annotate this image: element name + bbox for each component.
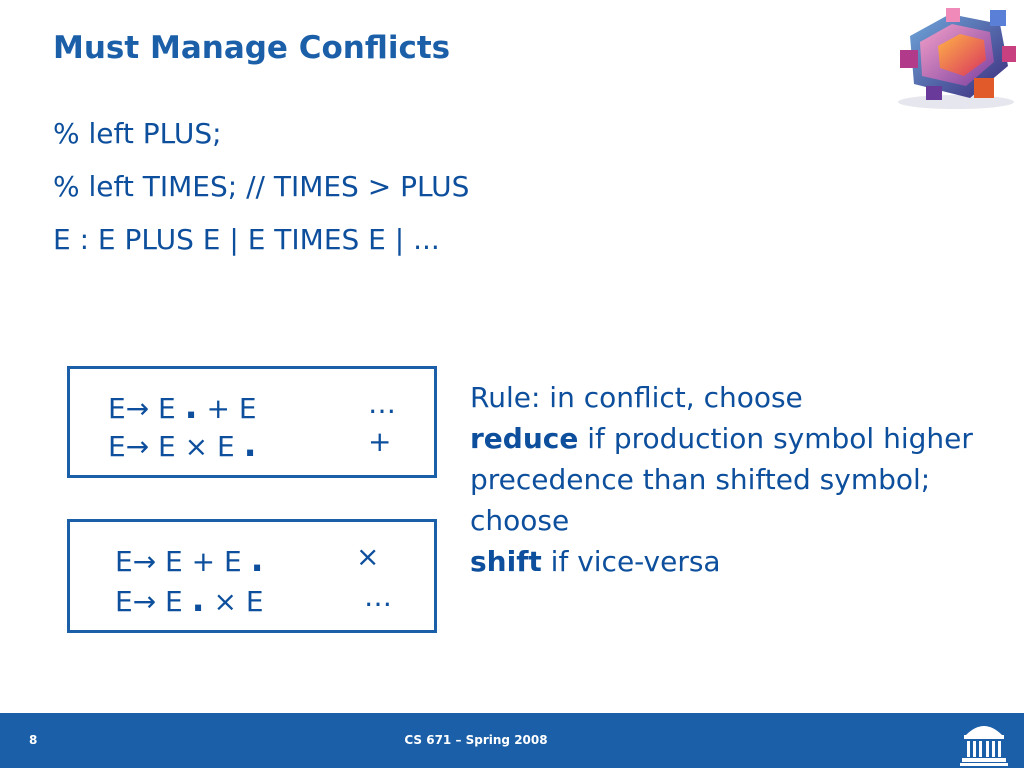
rule-text: if production symbol higher precedence t… <box>470 422 973 537</box>
page-number: 8 <box>29 733 38 747</box>
item-lhs: E→ E <box>108 392 176 425</box>
item-rhs: + E <box>206 392 257 425</box>
item-lhs: E→ E <box>115 585 183 618</box>
item-lookahead: … <box>368 387 396 420</box>
item-dot: . <box>243 425 257 465</box>
lr-item: E→ E . + E <box>108 387 257 427</box>
course-label: CS 671 – Spring 2008 <box>404 733 548 747</box>
code-line: % left TIMES; // TIMES > PLUS <box>53 170 470 203</box>
item-lhs: E→ E × E <box>108 430 235 463</box>
rule-keyword-shift: shift <box>470 545 542 578</box>
code-line: % left PLUS; <box>53 117 222 150</box>
rotunda-icon <box>960 726 1008 766</box>
item-lookahead: … <box>364 580 392 613</box>
item-dot: . <box>191 580 205 620</box>
item-dot: . <box>250 540 264 580</box>
conflict-rule-text: Rule: in conflict, choose reduce if prod… <box>470 377 1010 582</box>
lr-item: E→ E × E . <box>108 425 257 465</box>
footer-bar: 8 CS 671 – Spring 2008 <box>0 713 1024 768</box>
code-line: E : E PLUS E | E TIMES E | ... <box>53 223 440 256</box>
item-rhs: × E <box>213 585 264 618</box>
rule-keyword-reduce: reduce <box>470 422 579 455</box>
rule-text: if vice-versa <box>550 545 721 578</box>
slide-title: Must Manage Conflicts <box>53 30 451 66</box>
lr-item-box-1: E→ E . + E … E→ E × E . + <box>67 366 437 478</box>
item-lookahead: × <box>356 540 380 573</box>
rule-text: Rule: in conflict, choose <box>470 381 803 414</box>
lr-item: E→ E + E . <box>115 540 264 580</box>
cube-logo-icon <box>898 8 1016 109</box>
precedence-declarations: % left PLUS; % left TIMES; // TIMES > PL… <box>53 112 469 271</box>
lr-item-box-2: E→ E + E . × E→ E . × E … <box>67 519 437 633</box>
item-lhs: E→ E + E <box>115 545 242 578</box>
lr-item: E→ E . × E <box>115 580 264 620</box>
item-dot: . <box>184 387 198 427</box>
item-lookahead: + <box>368 425 392 458</box>
